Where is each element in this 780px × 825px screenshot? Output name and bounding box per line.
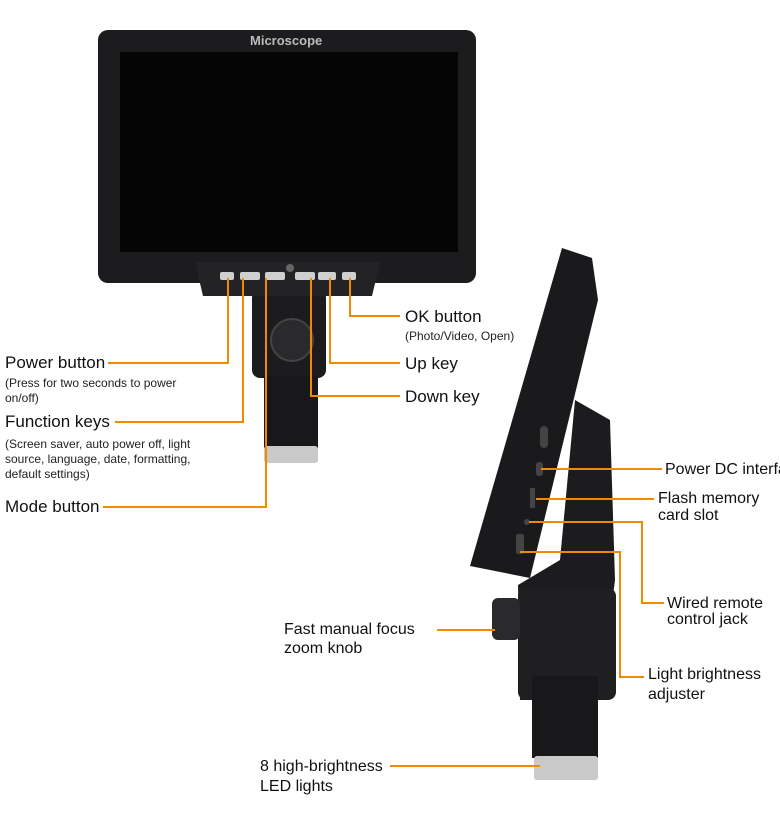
wired-remote-label: Wired remote control jack: [667, 595, 764, 628]
callout-lines: [103, 278, 664, 767]
ok-button-note: (Photo/Video, Open): [405, 329, 515, 343]
front-screen: [120, 52, 458, 252]
function-keys-note: (Screen saver, auto power off, light sou…: [5, 437, 191, 481]
mode-button-label: Mode button: [5, 497, 100, 516]
led-ring-front: [264, 446, 318, 463]
ok-button-label: OK button: [405, 307, 482, 326]
side-stand: [518, 588, 616, 700]
side-monitor: [470, 248, 598, 578]
focus-knob-label: Fast manual focus zoom knob: [284, 621, 415, 657]
lens-tube-side: [532, 676, 598, 758]
power-button-label: Power button: [5, 353, 106, 372]
led-ring-side: [534, 756, 598, 780]
power-dc-label: Power DC interface: [665, 461, 780, 478]
front-buttons: [220, 264, 356, 280]
focus-knob-front: [270, 318, 314, 362]
light-adjuster-label: Light brightness adjuster: [648, 666, 761, 703]
function-keys-label: Function keys: [5, 412, 110, 431]
front-view: [98, 30, 476, 463]
flash-card-label: Flash memory card slot: [658, 490, 760, 524]
button-panel: [195, 262, 380, 296]
brand-label: Microscope: [250, 33, 323, 48]
power-button-note: (Press for two seconds to power on/off): [5, 376, 177, 405]
focus-knob-side: [492, 598, 520, 640]
down-key-label: Down key: [405, 387, 480, 406]
side-view: [470, 248, 616, 780]
led-lights-label: 8 high-brightness LED lights: [260, 758, 383, 795]
lens-tube-front: [264, 376, 318, 448]
up-key-label: Up key: [405, 354, 458, 373]
